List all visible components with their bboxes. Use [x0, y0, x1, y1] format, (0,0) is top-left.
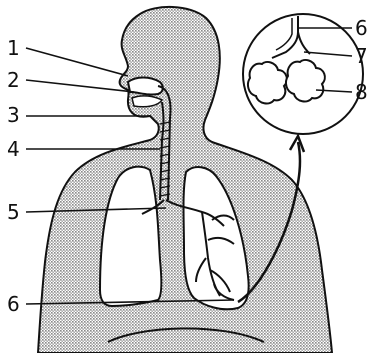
label-5: 5	[7, 200, 20, 224]
label-6-body: 6	[7, 292, 20, 316]
label-4: 4	[7, 137, 20, 161]
label-1: 1	[7, 36, 20, 60]
label-6-inset: 6	[355, 16, 368, 40]
label-3: 3	[7, 103, 20, 127]
arrow-head	[290, 136, 304, 152]
label-7: 7	[355, 44, 368, 68]
label-8: 8	[355, 80, 368, 104]
label-2: 2	[7, 68, 20, 92]
